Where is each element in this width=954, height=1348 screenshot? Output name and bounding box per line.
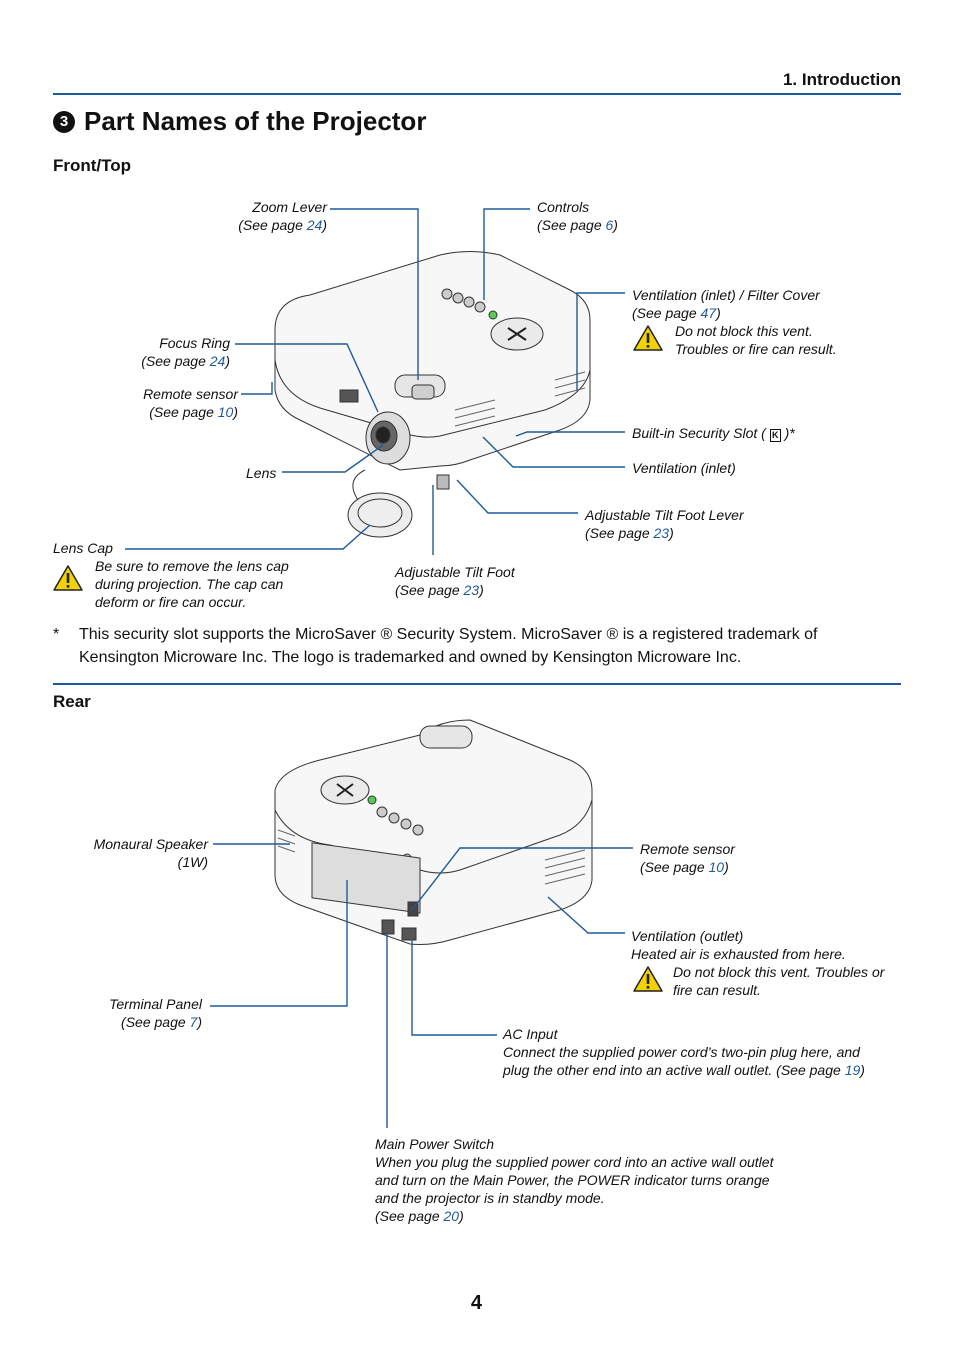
- label-focus-ring: Focus Ring (See page 24): [141, 335, 230, 369]
- label-speaker: Monaural Speaker (1W): [93, 836, 208, 870]
- leader-lens: [282, 444, 384, 473]
- page-link[interactable]: 7: [189, 1014, 198, 1030]
- section-rule: [53, 683, 901, 685]
- leader-terminal: [210, 880, 348, 1007]
- page-title: 3 Part Names of the Projector: [53, 106, 426, 137]
- page-link[interactable]: 23: [653, 525, 670, 541]
- label-main-power-switch: Main Power Switch When you plug the supp…: [375, 1136, 774, 1224]
- page-link[interactable]: 47: [700, 305, 717, 321]
- leader-ac: [411, 940, 497, 1036]
- page-link[interactable]: 23: [463, 582, 480, 598]
- page-link[interactable]: 10: [217, 404, 234, 420]
- leader-rear-remote: [411, 847, 633, 911]
- label-security-slot: Built-in Security Slot ( K )*: [632, 425, 795, 442]
- lens-cap-warning: Be sure to remove the lens cap during pr…: [95, 558, 289, 610]
- rear-projector-illustration: [274, 719, 593, 945]
- page-link[interactable]: 10: [708, 859, 725, 875]
- label-tilt-foot: Adjustable Tilt Foot (See page 23): [395, 564, 515, 598]
- leader-vent-filter: [576, 292, 625, 390]
- security-footnote: * This security slot supports the MicroS…: [53, 626, 818, 666]
- label-tilt-foot-lever: Adjustable Tilt Foot Lever (See page 23): [585, 507, 744, 541]
- front-projector-illustration: [274, 251, 591, 538]
- page-link[interactable]: 19: [844, 1062, 861, 1078]
- front-leader-lines: [125, 208, 625, 555]
- section-number-badge: 3: [53, 110, 75, 133]
- warning-icon: [633, 966, 663, 992]
- kensington-lock-icon: K: [769, 429, 781, 442]
- page-link[interactable]: 20: [443, 1208, 460, 1224]
- leader-focus: [235, 343, 379, 413]
- label-vent-inlet: Ventilation (inlet): [632, 460, 736, 476]
- label-remote-sensor-rear: Remote sensor (See page 10): [640, 841, 735, 875]
- leader-vent-inlet: [482, 436, 625, 468]
- header-rule: [53, 93, 901, 95]
- page-link[interactable]: 24: [306, 217, 323, 233]
- label-ac-input: AC Input Connect the supplied power cord…: [503, 1026, 865, 1078]
- label-controls: Controls (See page 6): [537, 199, 618, 233]
- leader-lens-cap: [125, 524, 371, 550]
- section-front-top: Front/Top: [53, 156, 132, 175]
- label-lens-cap: Lens Cap: [53, 540, 113, 556]
- label-remote-sensor-front: Remote sensor (See page 10): [143, 386, 238, 420]
- leader-tilt-lever: [456, 479, 578, 514]
- leader-vent-outlet: [547, 896, 625, 934]
- leader-security: [515, 431, 625, 437]
- rear-leader-lines: [210, 843, 633, 1128]
- label-lens: Lens: [246, 465, 277, 481]
- label-terminal-panel: Terminal Panel (See page 7): [109, 996, 202, 1030]
- leader-remote: [241, 382, 273, 395]
- leader-zoom: [330, 208, 419, 380]
- warning-icon: [53, 565, 83, 591]
- page-number: 4: [470, 1292, 482, 1314]
- page-link[interactable]: 6: [605, 217, 614, 233]
- chapter-header: 1. Introduction: [782, 70, 901, 89]
- label-zoom-lever: Zoom Lever (See page 24): [238, 199, 327, 233]
- label-vent-filter-cover: Ventilation (inlet) / Filter Cover (See …: [632, 287, 837, 357]
- leader-controls: [483, 208, 530, 300]
- section-rear: Rear: [53, 692, 91, 711]
- label-vent-outlet: Ventilation (outlet) Heated air is exhau…: [631, 928, 885, 998]
- warning-icon: [633, 325, 663, 351]
- page-link[interactable]: 24: [209, 353, 226, 369]
- page-title-text: Part Names of the Projector: [84, 106, 427, 136]
